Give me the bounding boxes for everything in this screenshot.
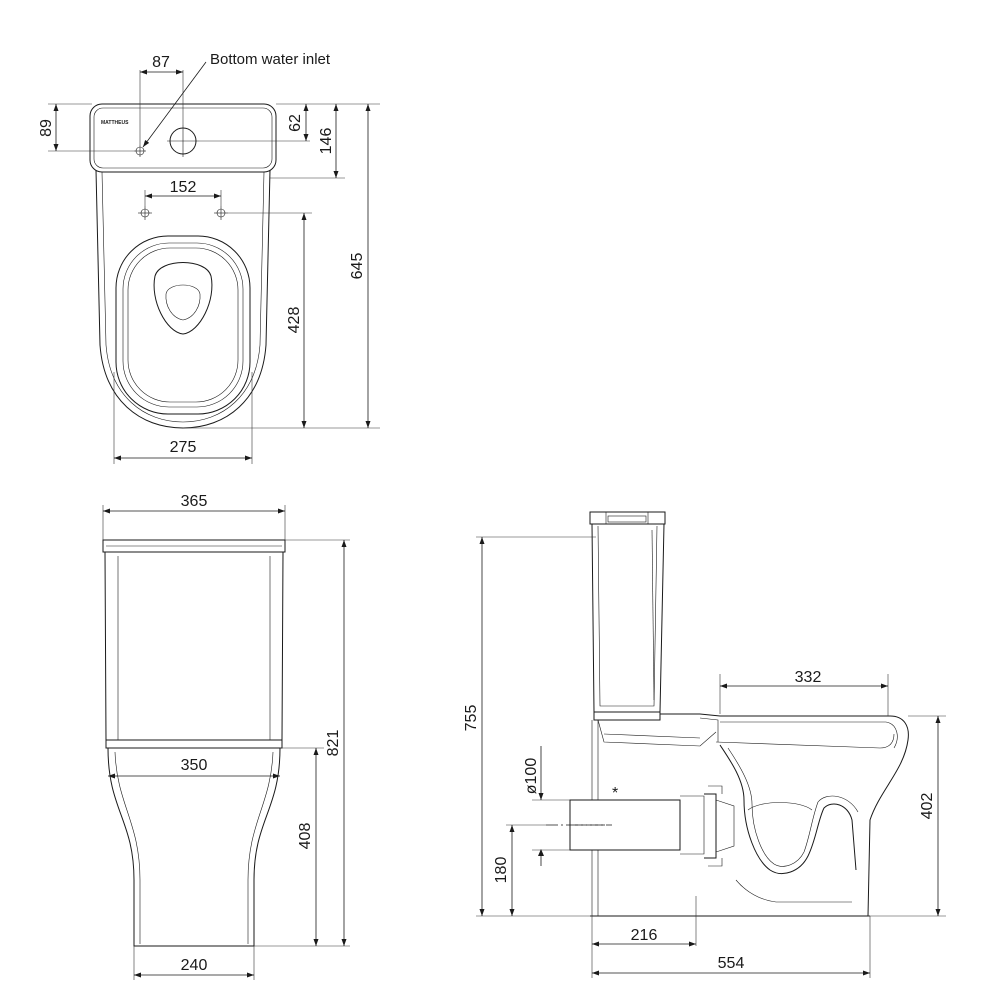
front-cistern-base xyxy=(105,739,283,749)
dim-645: 645 xyxy=(349,253,366,280)
seat-inner-2 xyxy=(127,247,239,403)
label-bottom-water-inlet: Bottom water inlet xyxy=(210,51,331,68)
dim-365: 365 xyxy=(181,493,208,510)
water-inlet-marker xyxy=(134,145,146,157)
side-bowl-rim xyxy=(592,713,909,917)
side-cistern-base xyxy=(593,711,661,721)
brand-logo: MATTHEUS xyxy=(101,120,129,126)
side-trapway xyxy=(719,744,857,874)
dim-402: 402 xyxy=(919,793,936,820)
dim-428: 428 xyxy=(286,307,303,334)
dim-152: 152 xyxy=(170,179,197,196)
bowl-trap xyxy=(165,284,201,321)
side-view: * 755 332 402 ø100 180 2 xyxy=(463,511,946,978)
dim-240: 240 xyxy=(181,957,208,974)
front-cistern xyxy=(104,551,284,741)
dim-89: 89 xyxy=(38,119,55,137)
note-marker: * xyxy=(612,785,618,802)
dim-diameter-100: ø100 xyxy=(523,758,540,795)
fixing-hole-left xyxy=(138,206,152,220)
dim-216: 216 xyxy=(631,927,658,944)
dim-62: 62 xyxy=(287,114,304,132)
front-view: 365 350 821 408 240 xyxy=(102,493,350,980)
toilet-body-inner-outline-top xyxy=(101,171,265,423)
seat-outer xyxy=(115,235,251,415)
dim-408: 408 xyxy=(297,823,314,850)
dim-554: 554 xyxy=(718,955,745,972)
dim-146: 146 xyxy=(318,128,335,155)
front-pedestal xyxy=(107,747,281,947)
fixing-hole-right xyxy=(214,206,228,220)
dim-821: 821 xyxy=(325,730,342,757)
bowl-opening xyxy=(153,262,213,335)
toilet-body-outline-top xyxy=(95,169,271,429)
dim-180: 180 xyxy=(493,857,510,884)
dim-350: 350 xyxy=(181,757,208,774)
top-view: MATTHEUS xyxy=(38,51,380,464)
dim-332: 332 xyxy=(795,669,822,686)
seat-inner xyxy=(122,242,244,408)
dim-755: 755 xyxy=(463,705,480,732)
dim-275: 275 xyxy=(170,439,197,456)
dim-87: 87 xyxy=(152,54,170,71)
